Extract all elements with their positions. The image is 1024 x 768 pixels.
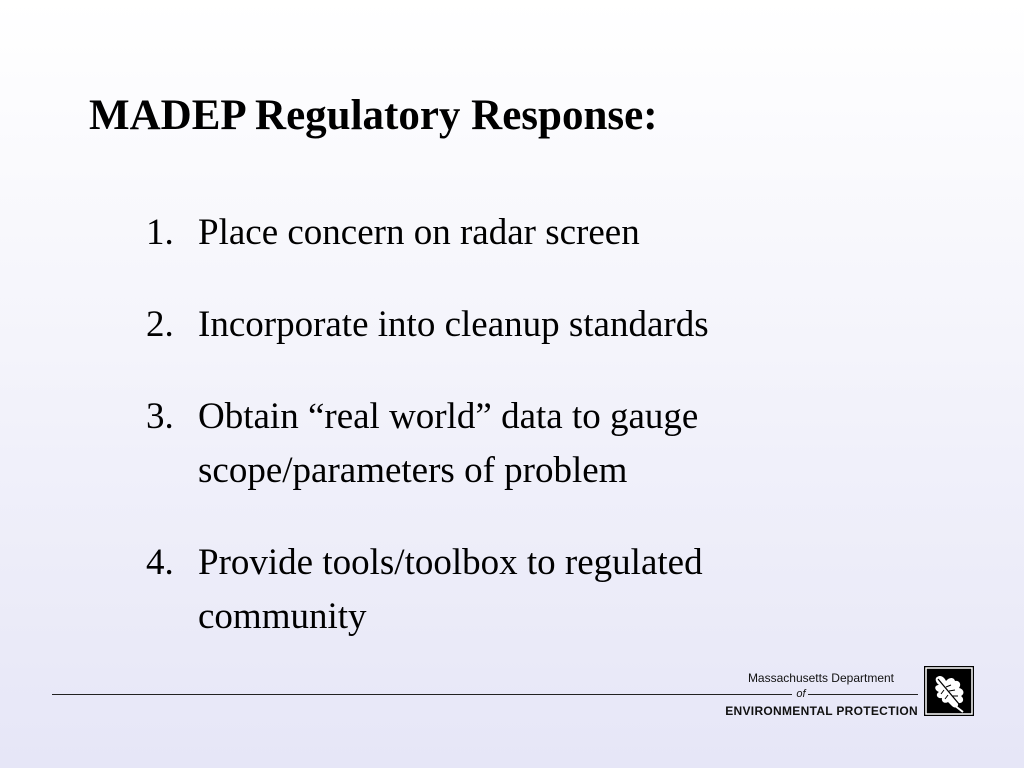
list-item-number: 4.	[146, 542, 174, 583]
list-item: 1. Place concern on radar screen	[146, 206, 866, 260]
response-list: 1. Place concern on radar screen 2. Inco…	[146, 206, 866, 682]
list-item-number: 3.	[146, 396, 174, 437]
department-of: of	[796, 688, 806, 700]
footer-divider	[52, 694, 792, 695]
list-item-text: Provide tools/toolbox to regulated commu…	[198, 542, 703, 637]
list-item-text: Obtain “real world” data to gauge scope/…	[198, 396, 699, 491]
list-item: 4. Provide tools/toolbox to regulated co…	[146, 536, 866, 644]
footer-divider-short	[808, 694, 918, 695]
list-item-number: 2.	[146, 304, 174, 345]
list-item-text: Incorporate into cleanup standards	[198, 304, 709, 345]
list-item-text: Place concern on radar screen	[198, 212, 640, 253]
list-item-number: 1.	[146, 212, 174, 253]
agency-name: ENVIRONMENTAL PROTECTION	[725, 704, 918, 718]
slide-title: MADEP Regulatory Response:	[89, 92, 658, 139]
list-item: 3. Obtain “real world” data to gauge sco…	[146, 390, 866, 498]
oak-leaf-icon	[924, 666, 974, 716]
list-item: 2. Incorporate into cleanup standards	[146, 298, 866, 352]
